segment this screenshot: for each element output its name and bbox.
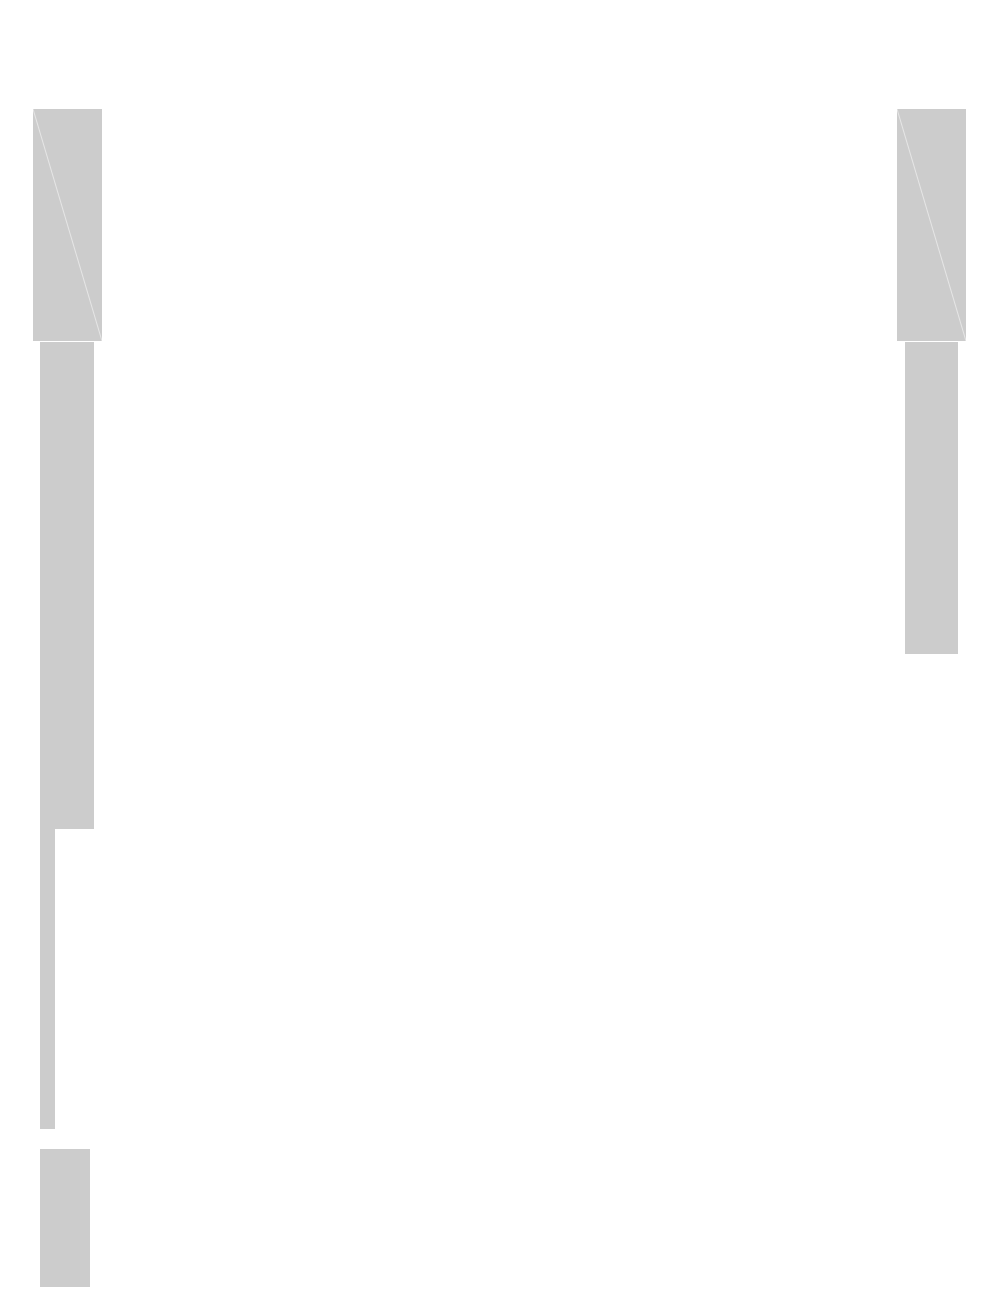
image-placeholder-icon <box>33 109 102 341</box>
right-banner-placeholder[interactable] <box>905 342 958 654</box>
image-placeholder-icon <box>897 109 966 341</box>
right-image-placeholder[interactable] <box>897 109 966 341</box>
left-banner-placeholder-tall[interactable] <box>40 342 94 829</box>
left-image-placeholder[interactable] <box>33 109 102 341</box>
left-strip-placeholder <box>40 829 55 1129</box>
left-banner-placeholder-short[interactable] <box>40 1149 90 1287</box>
